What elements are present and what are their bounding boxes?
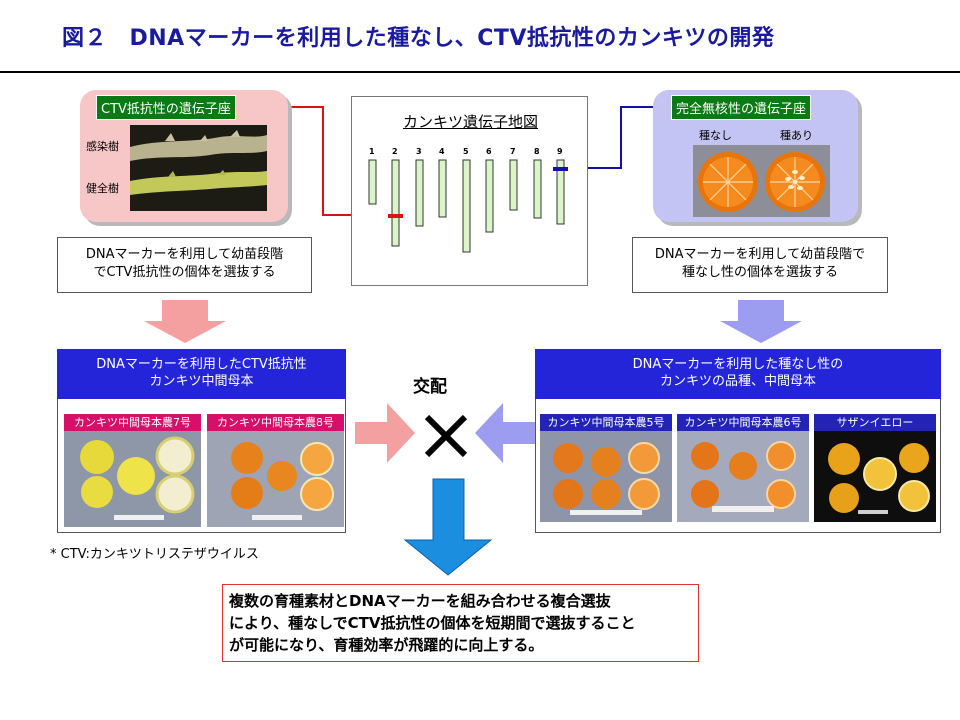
seedless-note-line2: 種なし性の個体を選抜する (681, 265, 838, 280)
chromosome-9 (556, 159, 565, 225)
chromosome-8 (533, 159, 542, 219)
cross-symbol (424, 414, 468, 458)
photo-no7-caption: カンキツ中間母本農7号 (64, 414, 201, 431)
seedless-marker (553, 167, 568, 171)
susceptible-tree-label: 感染樹 (86, 140, 119, 153)
healthy-tree-label: 健全樹 (86, 182, 119, 195)
fruit-illustration (693, 145, 830, 217)
photo-no7: カンキツ中間母本農7号 (64, 414, 201, 527)
seedless-locus-box: 完全無核性の遺伝子座 種なし 種あり (653, 90, 858, 222)
ctv-marker (388, 214, 403, 218)
photo-no6-caption: カンキツ中間母本農6号 (677, 414, 809, 431)
no5-fruit-illustration (540, 414, 672, 522)
chromosome-number-7: 7 (510, 147, 516, 156)
no6-fruit-illustration (677, 414, 809, 522)
photo-no8-caption: カンキツ中間母本農8号 (207, 414, 344, 431)
chromosome-4 (438, 159, 447, 218)
conclusion-line3: が可能になり、育種効率が飛躍的に向上する。 (229, 636, 544, 654)
ctv-panel-header-line2: カンキツ中間母本 (149, 374, 254, 389)
seedless-panel-header-line1: DNAマーカーを利用した種なし性の (632, 357, 844, 372)
left-down-arrow (144, 300, 226, 343)
ctv-panel-header-line1: DNAマーカーを利用したCTV抵抗性 (96, 357, 307, 372)
seedless-selection-note: DNAマーカーを利用して幼苗段階で 種なし性の個体を選抜する (632, 237, 888, 293)
photo-no8: カンキツ中間母本農8号 (207, 414, 344, 527)
chromosome-number-4: 4 (439, 147, 445, 156)
ctv-locus-label: CTV抵抗性の遺伝子座 (96, 95, 236, 120)
chromosome-number-2: 2 (392, 147, 398, 156)
page-title: 図２ DNAマーカーを利用した種なし、CTV抵抗性のカンキツの開発 (62, 26, 775, 51)
cross-label: 交配 (413, 377, 447, 397)
conclusion-line1: 複数の育種素材とDNAマーカーを組み合わせる複合選抜 (229, 592, 611, 610)
southern-yellow-fruit-illustration (814, 414, 936, 522)
photo-no5: カンキツ中間母本農5号 (540, 414, 672, 522)
ctv-note-line1: DNAマーカーを利用して幼苗段階 (85, 247, 284, 262)
ctv-panel-header: DNAマーカーを利用したCTV抵抗性 カンキツ中間母本 (57, 349, 346, 399)
chromosome-number-6: 6 (486, 147, 492, 156)
no7-fruit-illustration (64, 414, 201, 527)
chromosome-3 (415, 159, 424, 227)
chromosome-diagram: 1 2 3 4 5 6 7 8 9 (368, 147, 568, 253)
chromosome-number-1: 1 (369, 147, 375, 156)
chromosome-5 (462, 159, 471, 253)
seedless-locus-label: 完全無核性の遺伝子座 (671, 95, 812, 120)
no8-fruit-illustration (207, 414, 344, 527)
conclusion-box: 複数の育種素材とDNAマーカーを組み合わせる複合選抜 により、種なしでCTV抵抗… (222, 584, 699, 662)
right-down-arrow (720, 300, 802, 343)
title-divider (0, 71, 960, 73)
seedless-panel-header-line2: カンキツの品種、中間母本 (659, 374, 816, 389)
gene-map-title: カンキツ遺伝子地図 (402, 113, 538, 131)
photo-southern-yellow: サザンイエロー (814, 414, 936, 522)
photo-no5-caption: カンキツ中間母本農5号 (540, 414, 672, 431)
chromosome-7 (509, 159, 518, 211)
chromosome-6 (485, 159, 494, 233)
stem-illustration (130, 125, 267, 211)
seedless-label: 種なし (699, 129, 732, 142)
gene-map-box: カンキツ遺伝子地図 1 2 3 4 5 6 7 8 9 (351, 96, 588, 286)
chromosome-2 (391, 159, 400, 247)
ctv-footnote: * CTV:カンキツトリステザウイルス (50, 547, 259, 562)
right-left-arrow (475, 403, 535, 463)
photo-no6: カンキツ中間母本農6号 (677, 414, 809, 522)
chromosome-number-9: 9 (557, 147, 563, 156)
chromosome-number-8: 8 (534, 147, 540, 156)
photo-southern-yellow-caption: サザンイエロー (814, 414, 936, 431)
chromosome-1 (368, 159, 377, 205)
ctv-note-line2: でCTV抵抗性の個体を選抜する (93, 265, 276, 280)
stem-comparison-photo (130, 125, 267, 211)
seedless-panel-header: DNAマーカーを利用した種なし性の カンキツの品種、中間母本 (535, 349, 941, 399)
seedless-note-line1: DNAマーカーを利用して幼苗段階で (654, 247, 866, 262)
seeded-label: 種あり (780, 129, 813, 142)
fruit-cross-section-photo (693, 145, 830, 217)
seed-connector-line (560, 106, 653, 169)
left-right-arrow (355, 403, 415, 463)
chromosome-number-5: 5 (463, 147, 469, 156)
ctv-selection-note: DNAマーカーを利用して幼苗段階 でCTV抵抗性の個体を選抜する (57, 237, 312, 293)
chromosome-number-3: 3 (416, 147, 422, 156)
conclusion-line2: により、種なしでCTV抵抗性の個体を短期間で選抜すること (229, 614, 636, 632)
ctv-locus-box: CTV抵抗性の遺伝子座 感染樹 健全樹 (80, 90, 288, 222)
result-down-arrow (403, 478, 493, 576)
